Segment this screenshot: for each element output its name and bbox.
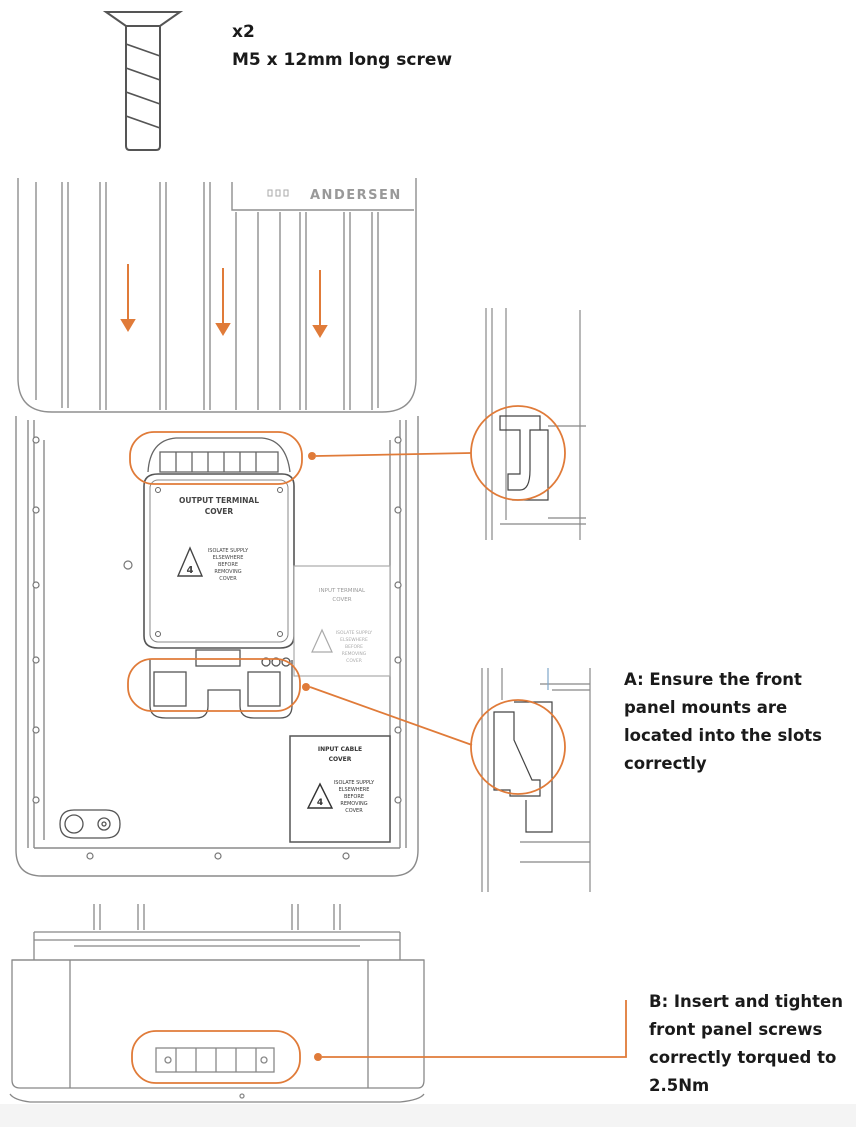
svg-text:REMOVING: REMOVING	[214, 569, 241, 575]
svg-text:ISOLATE SUPPLY: ISOLATE SUPPLY	[334, 780, 375, 786]
down-arrow-icon	[120, 264, 328, 338]
svg-text:COVER: COVER	[332, 597, 351, 603]
brand-logo: ANDERSEN	[310, 188, 402, 203]
svg-text:INPUT TERMINAL: INPUT TERMINAL	[319, 588, 366, 594]
svg-text:4: 4	[317, 798, 323, 808]
svg-text:4: 4	[187, 565, 194, 576]
svg-text:ELSEWHERE: ELSEWHERE	[339, 787, 370, 793]
top-cover	[17, 178, 417, 413]
bottom-view	[9, 904, 425, 1103]
callout-markers	[127, 405, 627, 1084]
svg-text:ISOLATE SUPPLY: ISOLATE SUPPLY	[208, 548, 249, 554]
note-b: B: Insert and tighten front panel screws…	[649, 992, 843, 1095]
svg-text:COVER: COVER	[345, 808, 363, 814]
svg-text:REMOVING: REMOVING	[342, 651, 367, 657]
detail-a-lower	[481, 668, 591, 892]
svg-text:OUTPUT TERMINAL: OUTPUT TERMINAL	[179, 496, 259, 505]
bottom-glands	[59, 809, 121, 839]
svg-text:COVER: COVER	[219, 576, 237, 582]
screw-illustration	[102, 11, 184, 151]
callout-dots	[302, 452, 322, 1061]
svg-text:BEFORE: BEFORE	[218, 562, 238, 568]
svg-text:ELSEWHERE: ELSEWHERE	[340, 637, 368, 643]
terminal-block	[147, 437, 291, 473]
mounting-screws	[32, 436, 402, 860]
svg-text:BEFORE: BEFORE	[344, 794, 364, 800]
svg-text:ELSEWHERE: ELSEWHERE	[213, 555, 244, 561]
svg-text:COVER: COVER	[329, 756, 352, 763]
logo-marks	[267, 189, 289, 197]
svg-text:COVER: COVER	[205, 507, 234, 516]
svg-text:COVER: COVER	[346, 658, 362, 664]
note-a: A: Ensure the front panel mounts are loc…	[624, 670, 822, 773]
svg-text:REMOVING: REMOVING	[340, 801, 367, 807]
screw-quantity: x2	[232, 22, 255, 42]
input-terminal-cover: INPUT TERMINAL COVER ISOLATE SUPPLY ELSE…	[293, 565, 391, 677]
detail-a-upper	[485, 308, 586, 540]
unit-body	[15, 416, 419, 877]
output-terminal-cover: OUTPUT TERMINAL COVER 4 ISOLATE SUPPLY E…	[143, 473, 295, 649]
cable-glands	[149, 649, 293, 719]
svg-text:ISOLATE SUPPLY: ISOLATE SUPPLY	[336, 630, 373, 636]
bottom-strip	[0, 1104, 856, 1127]
screw-description: M5 x 12mm long screw	[232, 50, 453, 70]
svg-text:INPUT CABLE: INPUT CABLE	[318, 746, 362, 753]
svg-text:BEFORE: BEFORE	[345, 644, 363, 650]
input-cable-cover: INPUT CABLE COVER 4 ISOLATE SUPPLY ELSEW…	[289, 735, 391, 843]
